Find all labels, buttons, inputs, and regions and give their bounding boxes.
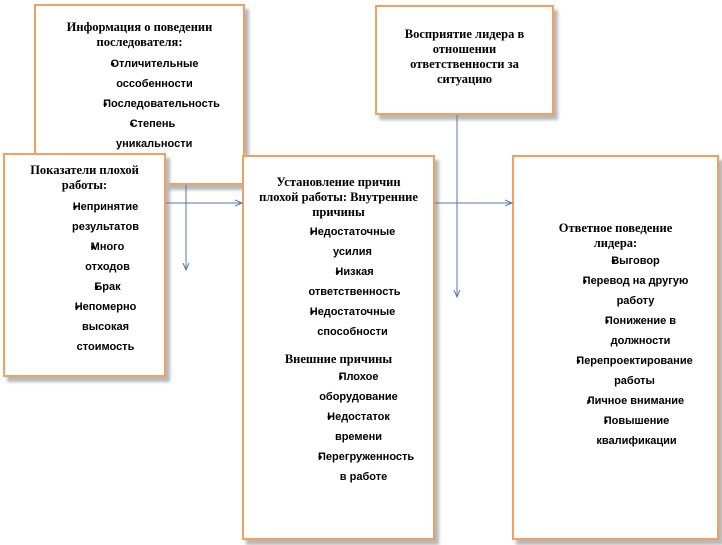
poor-indicators-list: Непринятие результатов Много отходов Бра…	[5, 197, 164, 357]
list-item: Выговор	[514, 251, 717, 271]
list-item: Перевод на другую работу	[514, 271, 717, 311]
external-causes-list: Плохое оборудование Недостаток времени П…	[244, 367, 433, 487]
leader-response-title: Ответное поведение лидера:	[558, 221, 673, 250]
list-item: Недостаток времени	[244, 407, 433, 447]
poor-indicators-title: Показатели плохой работы:	[30, 163, 139, 192]
follower-info-list: Отличительные оссобенности Последователь…	[36, 54, 243, 154]
list-item: Понижение в должности	[514, 311, 717, 351]
list-item: Последовательность	[36, 94, 243, 114]
causes-title: Установление причин плохой работы: Внутр…	[259, 175, 418, 219]
list-item: Личное внимание	[514, 391, 717, 411]
leader-response-list: Выговор Перевод на другую работу Понижен…	[514, 251, 717, 451]
external-causes-title: Внешние причины	[284, 352, 393, 366]
list-item: Отличительные оссобенности	[36, 54, 243, 94]
list-item: Низкая ответственность	[244, 262, 433, 302]
list-item: Перепроектирование работы	[514, 351, 717, 391]
causes-box: Установление причин плохой работы: Внутр…	[242, 155, 435, 540]
list-item: Перегруженность в работе	[244, 447, 433, 487]
list-item: Недостаточные усилия	[244, 222, 433, 262]
list-item: Много отходов	[5, 237, 164, 277]
list-item: Повышение квалификации	[514, 411, 717, 451]
leader-response-box: Ответное поведение лидера: Выговор Перев…	[512, 155, 719, 540]
list-item: Брак	[5, 277, 164, 297]
list-item: Непринятие результатов	[5, 197, 164, 237]
list-item: Плохое оборудование	[244, 367, 433, 407]
poor-indicators-box: Показатели плохой работы: Непринятие рез…	[3, 153, 166, 377]
list-item: Степень уникальности	[36, 114, 243, 154]
list-item: Недостаточные способности	[244, 302, 433, 342]
list-item: Непомерно высокая стоимость	[5, 297, 164, 357]
leader-perception-box: Восприятие лидера в отношении ответствен…	[375, 5, 554, 115]
internal-causes-list: Недостаточные усилия Низкая ответственно…	[244, 222, 433, 342]
follower-info-title: Информация о поведении последователя:	[66, 20, 213, 49]
leader-perception-title: Восприятие лидера в отношении ответствен…	[404, 27, 525, 86]
